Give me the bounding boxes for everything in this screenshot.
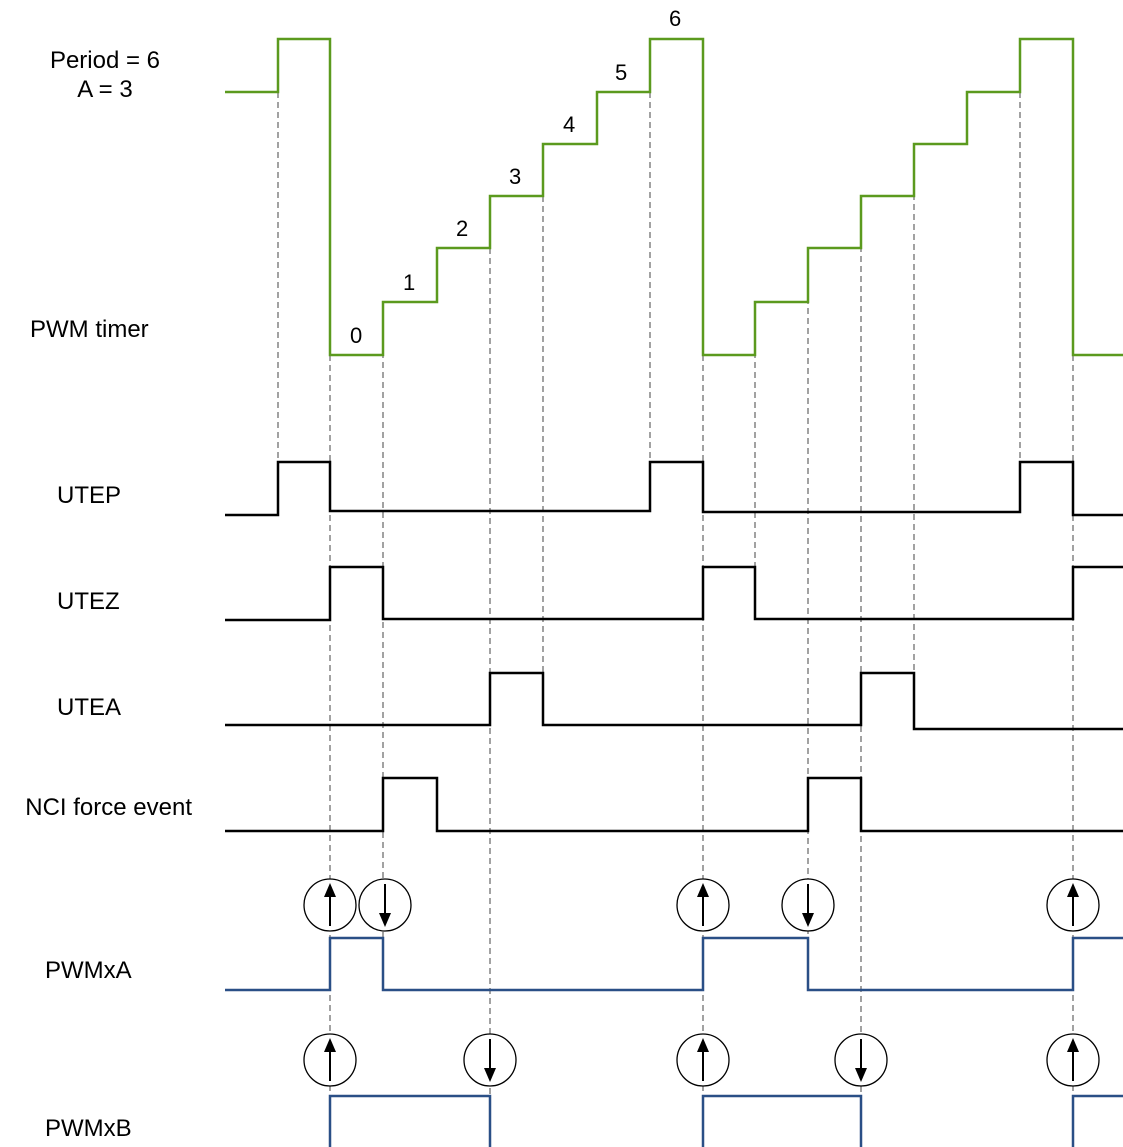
pwmxa-action-down-icon	[781, 878, 835, 932]
timer-value-5: 5	[615, 60, 627, 85]
utep-waveform	[225, 460, 1123, 517]
label-utea: UTEA	[57, 694, 121, 721]
timer-value-2: 2	[456, 216, 468, 241]
timer-value-3: 3	[509, 164, 521, 189]
label-pwmxa: PWMxA	[45, 957, 132, 984]
pwmxa-action-up-icon	[1046, 878, 1100, 932]
label-a-value: A = 3	[77, 76, 132, 103]
pwmxa-action-up-icon	[676, 878, 730, 932]
label-period: Period = 6	[50, 47, 160, 74]
timer-value-1: 1	[403, 270, 415, 295]
utea-waveform	[225, 671, 1123, 731]
timer-value-4: 4	[563, 112, 575, 137]
utez-waveform	[225, 565, 1123, 622]
pwmxa-action-down-icon	[358, 878, 412, 932]
pwmxa-action-up-icon	[303, 878, 357, 932]
pwmxb-action-up-icon	[303, 1033, 357, 1087]
label-utep: UTEP	[57, 482, 121, 509]
timer-value-6: 6	[669, 6, 681, 31]
timer-value-0: 0	[350, 323, 362, 348]
pwm-timer-waveform	[225, 37, 1123, 357]
pwmxb-waveform	[328, 1094, 1123, 1147]
pwmxb-action-up-icon	[1046, 1033, 1100, 1087]
label-pwmxb: PWMxB	[45, 1115, 132, 1142]
pwmxb-action-up-icon	[676, 1033, 730, 1087]
pwmxa-waveform	[225, 936, 1123, 992]
label-nci-force-event: NCI force event	[25, 794, 192, 821]
nci-force-waveform	[225, 776, 1123, 833]
label-pwm-timer: PWM timer	[30, 316, 149, 343]
label-utez: UTEZ	[57, 588, 120, 615]
pwmxb-action-down-icon	[463, 1033, 517, 1087]
pwmxb-action-down-icon	[834, 1033, 888, 1087]
